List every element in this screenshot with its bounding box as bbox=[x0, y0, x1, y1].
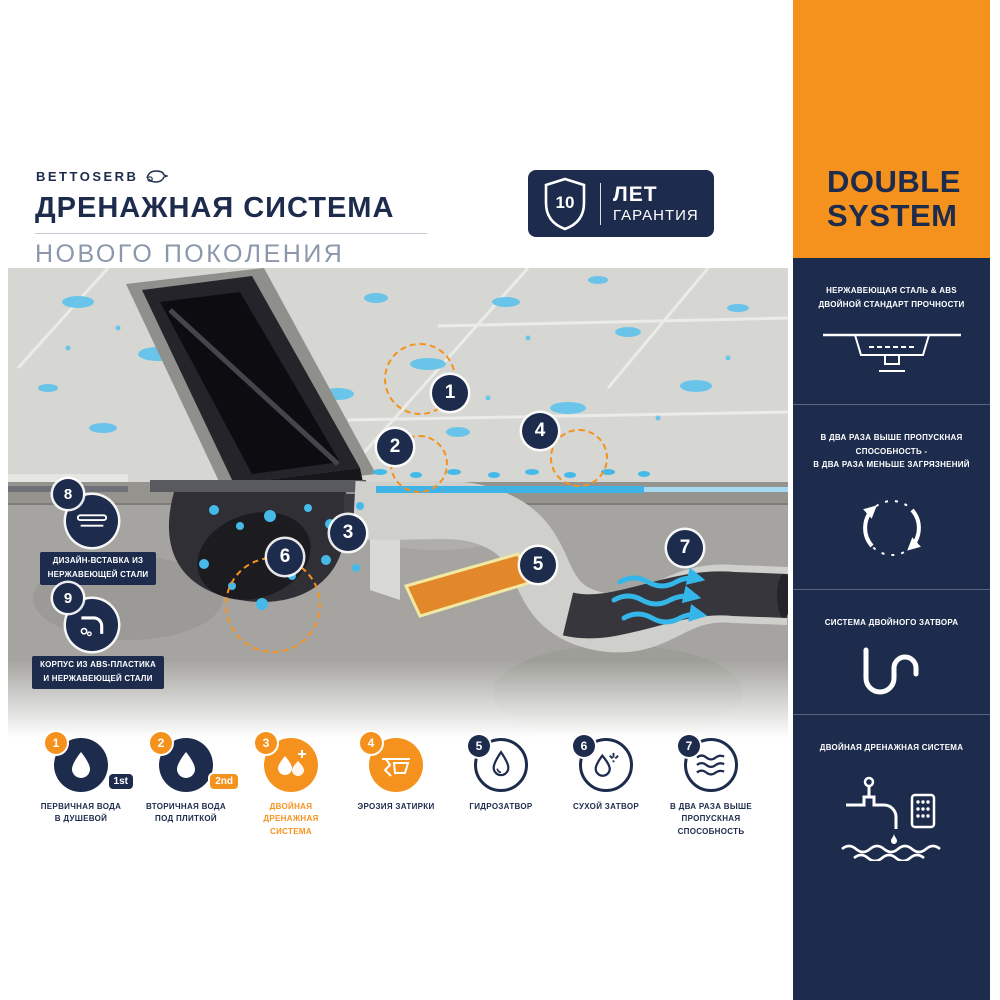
legend-label-7: В ДВА РАЗА ВЫШЕ ПРОПУСКНАЯ СПОСОБНОСТЬ bbox=[670, 802, 752, 836]
double-system-title-line1: DOUBLE bbox=[827, 164, 961, 200]
double-drops-icon: 3 bbox=[255, 732, 318, 792]
callout-7: 7 bbox=[667, 530, 703, 566]
legend-label-6: СУХОЙ ЗАТВОР bbox=[573, 802, 639, 811]
grout-erosion-icon: 4 bbox=[360, 732, 423, 792]
feature-durability: НЕРЖАВЕЮЩАЯ СТАЛЬ & ABS ДВОЙНОЙ СТАНДАРТ… bbox=[793, 258, 990, 405]
sidebar: DOUBLE SYSTEM НЕРЖАВЕЮЩАЯ СТАЛЬ & ABS ДВ… bbox=[793, 0, 990, 1000]
legend: 1 1st ПЕРВИЧНАЯ ВОДА В ДУШЕВОЙ 2 2nd ВТО… bbox=[30, 732, 762, 838]
water-drop-icon bbox=[72, 752, 90, 778]
legend-label-1: ПЕРВИЧНАЯ ВОДА В ДУШЕВОЙ bbox=[40, 802, 122, 824]
legend-number-5: 5 bbox=[468, 735, 490, 757]
legend-item-water-seal: 5 ГИДРОЗАТВОР bbox=[450, 735, 552, 838]
title-divider bbox=[35, 233, 427, 234]
badge-divider bbox=[600, 182, 601, 225]
legend-label-2: ВТОРИЧНАЯ ВОДА ПОД ПЛИТКОЙ bbox=[146, 802, 226, 824]
callout-1: 1 bbox=[432, 375, 468, 411]
warranty-badge: 10 ЛЕТ ГАРАНТИЯ bbox=[528, 170, 714, 237]
callout-6: 6 bbox=[267, 539, 303, 575]
flow-waves-icon: 7 bbox=[678, 735, 738, 792]
legend-number-6: 6 bbox=[573, 735, 595, 757]
legend-label-3: ДВОЙНАЯ ДРЕНАЖНАЯ СИСТЕМА bbox=[263, 802, 319, 836]
callout-2: 2 bbox=[377, 429, 413, 465]
siphon-trap-icon bbox=[863, 647, 918, 695]
feature-caption: СИСТЕМА ДВОЙНОГО ЗАТВОРА bbox=[824, 618, 959, 627]
legend-number-1: 1 bbox=[45, 732, 67, 754]
second-badge: 2nd bbox=[210, 774, 238, 789]
legend-number-4: 4 bbox=[360, 732, 382, 754]
callout-4: 4 bbox=[522, 413, 558, 449]
shield-icon: 10 bbox=[542, 176, 588, 232]
warranty-guarantee-label: ГАРАНТИЯ bbox=[613, 206, 699, 224]
callout-9-label: КОРПУС ИЗ ABS-ПЛАСТИКА И НЕРЖАВЕЮЩЕЙ СТА… bbox=[8, 656, 188, 689]
legend-item-secondary-water: 2 2nd ВТОРИЧНАЯ ВОДА ПОД ПЛИТКОЙ bbox=[135, 732, 238, 838]
legend-item-dry-seal: 6 СУХОЙ ЗАТВОР bbox=[555, 735, 657, 838]
callout-5: 5 bbox=[520, 547, 556, 583]
cutaway-scene: 1 2 3 4 5 6 7 8 ДИЗАЙН-ВСТАВКА ИЗ НЕРЖАВ… bbox=[8, 268, 788, 738]
warranty-years: 10 bbox=[555, 192, 575, 212]
brand: BETTOSERB bbox=[36, 168, 169, 184]
double-system-title-line2: SYSTEM bbox=[827, 197, 958, 233]
legend-number-2: 2 bbox=[150, 732, 172, 754]
feature-caption: НЕРЖАВЕЮЩАЯ СТАЛЬ & ABS ДВОЙНОЙ СТАНДАРТ… bbox=[818, 286, 965, 309]
recycle-arrows-icon bbox=[862, 499, 921, 556]
water-seal-icon: 5 bbox=[468, 735, 528, 792]
page-title: ДРЕНАЖНАЯ СИСТЕМА bbox=[35, 192, 395, 224]
feature-caption: ДВОЙНАЯ ДРЕНАЖНАЯ СИСТЕМА bbox=[819, 743, 964, 752]
water-drop-icon bbox=[177, 752, 195, 778]
feature-double-drainage: ДВОЙНАЯ ДРЕНАЖНАЯ СИСТЕМА bbox=[793, 715, 990, 1000]
water-flow-arrows bbox=[611, 567, 708, 625]
secondary-water-icon: 2 2nd bbox=[150, 732, 238, 792]
chameleon-logo-icon bbox=[146, 170, 169, 183]
legend-item-double-drainage: 3 ДВОЙНАЯ ДРЕНАЖНАЯ СИСТЕМА bbox=[240, 732, 342, 838]
dry-seal-icon: 6 bbox=[573, 735, 633, 792]
warranty-text: ЛЕТ ГАРАНТИЯ bbox=[613, 183, 699, 224]
callout-3: 3 bbox=[330, 515, 366, 551]
callout-9: 9 bbox=[53, 583, 83, 613]
warranty-years-label: ЛЕТ bbox=[613, 182, 658, 206]
callout-8-label: ДИЗАЙН-ВСТАВКА ИЗ НЕРЖАВЕЮЩЕЙ СТАЛИ bbox=[8, 552, 188, 585]
legend-item-capacity: 7 В ДВА РАЗА ВЫШЕ ПРОПУСКНАЯ СПОСОБНОСТЬ bbox=[660, 735, 762, 838]
legend-label-4: ЭРОЗИЯ ЗАТИРКИ bbox=[357, 802, 435, 811]
drain-profile-icon bbox=[822, 333, 961, 373]
callout-8: 8 bbox=[53, 479, 83, 509]
waterproof-membrane bbox=[376, 486, 788, 493]
legend-item-grout-erosion: 4 ЭРОЗИЯ ЗАТИРКИ bbox=[345, 732, 447, 838]
highlight-circle-4 bbox=[550, 429, 608, 487]
double-system-banner: DOUBLE SYSTEM bbox=[793, 0, 990, 258]
legend-item-primary-water: 1 1st ПЕРВИЧНАЯ ВОДА В ДУШЕВОЙ bbox=[30, 732, 133, 838]
primary-water-icon: 1 1st bbox=[45, 732, 133, 792]
feature-caption: В ДВА РАЗА ВЫШЕ ПРОПУСКНАЯ СПОСОБНОСТЬ -… bbox=[813, 433, 970, 470]
feature-capacity: В ДВА РАЗА ВЫШЕ ПРОПУСКНАЯ СПОСОБНОСТЬ -… bbox=[793, 405, 990, 590]
faucet-waves-icon bbox=[840, 776, 941, 861]
legend-number-7: 7 bbox=[678, 735, 700, 757]
feature-double-trap: СИСТЕМА ДВОЙНОГО ЗАТВОРА bbox=[793, 590, 990, 715]
brand-name: BETTOSERB bbox=[36, 168, 139, 184]
highlight-circle-6 bbox=[225, 557, 321, 653]
legend-number-3: 3 bbox=[255, 732, 277, 754]
first-badge: 1st bbox=[108, 774, 133, 789]
page-subtitle: НОВОГО ПОКОЛЕНИЯ bbox=[35, 240, 345, 268]
legend-label-5: ГИДРОЗАТВОР bbox=[469, 802, 533, 811]
